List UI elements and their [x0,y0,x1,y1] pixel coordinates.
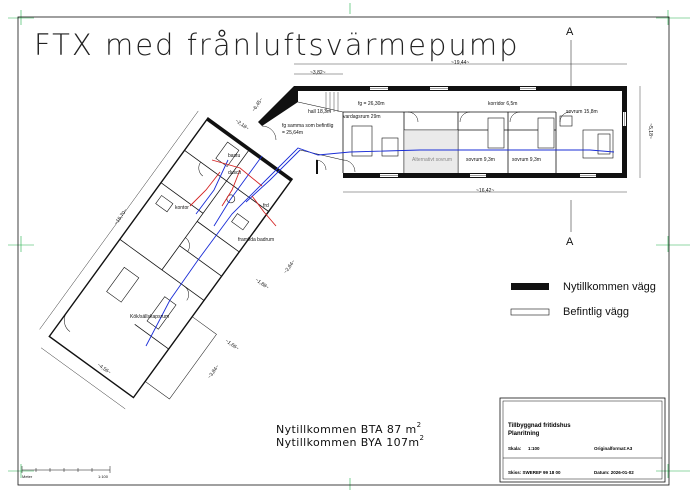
legend-new-wall-swatch [511,283,549,290]
room-fg: fg = 26,30m [358,101,385,107]
scale-bar [21,466,111,473]
area-bya: Nytillkommen BYA 107m2 [276,434,425,449]
title-block-scale-value: 1:100 [528,446,540,451]
room-frd: frd [263,203,269,209]
title-block-format: Originalformat:A3 [594,446,633,451]
legend-existing-wall-label: Befintlig vägg [563,306,630,318]
title-block-scale-label: Skala: [508,446,522,451]
title-block-date: Datum: 2026-01-02 [594,470,634,475]
page-title: FTX med frånluftsvärmepump [34,28,520,62]
title-block-project: Tillbyggnad fritidshus [508,423,571,429]
title-block-ref: Skiss: SWEREF 99 18 00 [508,470,561,475]
section-mark-bottom: A [566,236,574,248]
legend-new-wall-label: Nytillkommen vägg [563,281,656,293]
new-wall-top [294,86,627,91]
room-bastu: bastu [228,153,241,159]
room-kontor: kontor [175,205,189,211]
dim-bottom-length: ~16,42~ [476,188,495,194]
ventilation-ducts [145,147,615,347]
room-vardagsrum: vardagsrum 29m [343,114,381,120]
room-hall: hall 18,3m [308,109,332,115]
left-wing [39,110,294,410]
registration-marks [8,3,690,490]
dim-total-length: ~19,44~ [451,60,470,66]
room-kok: Kök/sällskapsrum [130,314,170,320]
room-fg-area: = 25,64m [282,130,303,136]
dim-hall-length: ~3,82~ [310,70,326,76]
room-korridor: korridor 6,5m [488,101,518,107]
legend-existing-wall-swatch [510,308,550,316]
room-fg-samma: fg samma som befintlig [282,123,334,129]
terrace [144,316,217,400]
area-bta: Nytillkommen BTA 87 m2 [276,421,422,436]
sheet-border [17,16,670,486]
room-sovrum-b: sovrum 9,3m [512,157,541,163]
right-wing [294,63,641,193]
title-block [499,397,666,483]
dim-width-right: ~5,18~ [646,123,653,139]
room-alternativ: Alternativt sovrum [412,157,453,163]
room-sovrum-a: sovrum 9,3m [466,157,495,163]
room-framre: framlida badrum [238,237,275,243]
title-block-drawing: Planritning [508,431,540,437]
room-dusch: dusch [228,170,242,176]
scale-bar-unit: Meter [22,474,33,479]
room-sovrum-large: sovrum 15,8m [566,109,598,115]
section-mark-top: A [566,26,574,38]
new-wall-right [622,86,627,178]
scale-bar-ratio: 1:100 [98,474,109,479]
